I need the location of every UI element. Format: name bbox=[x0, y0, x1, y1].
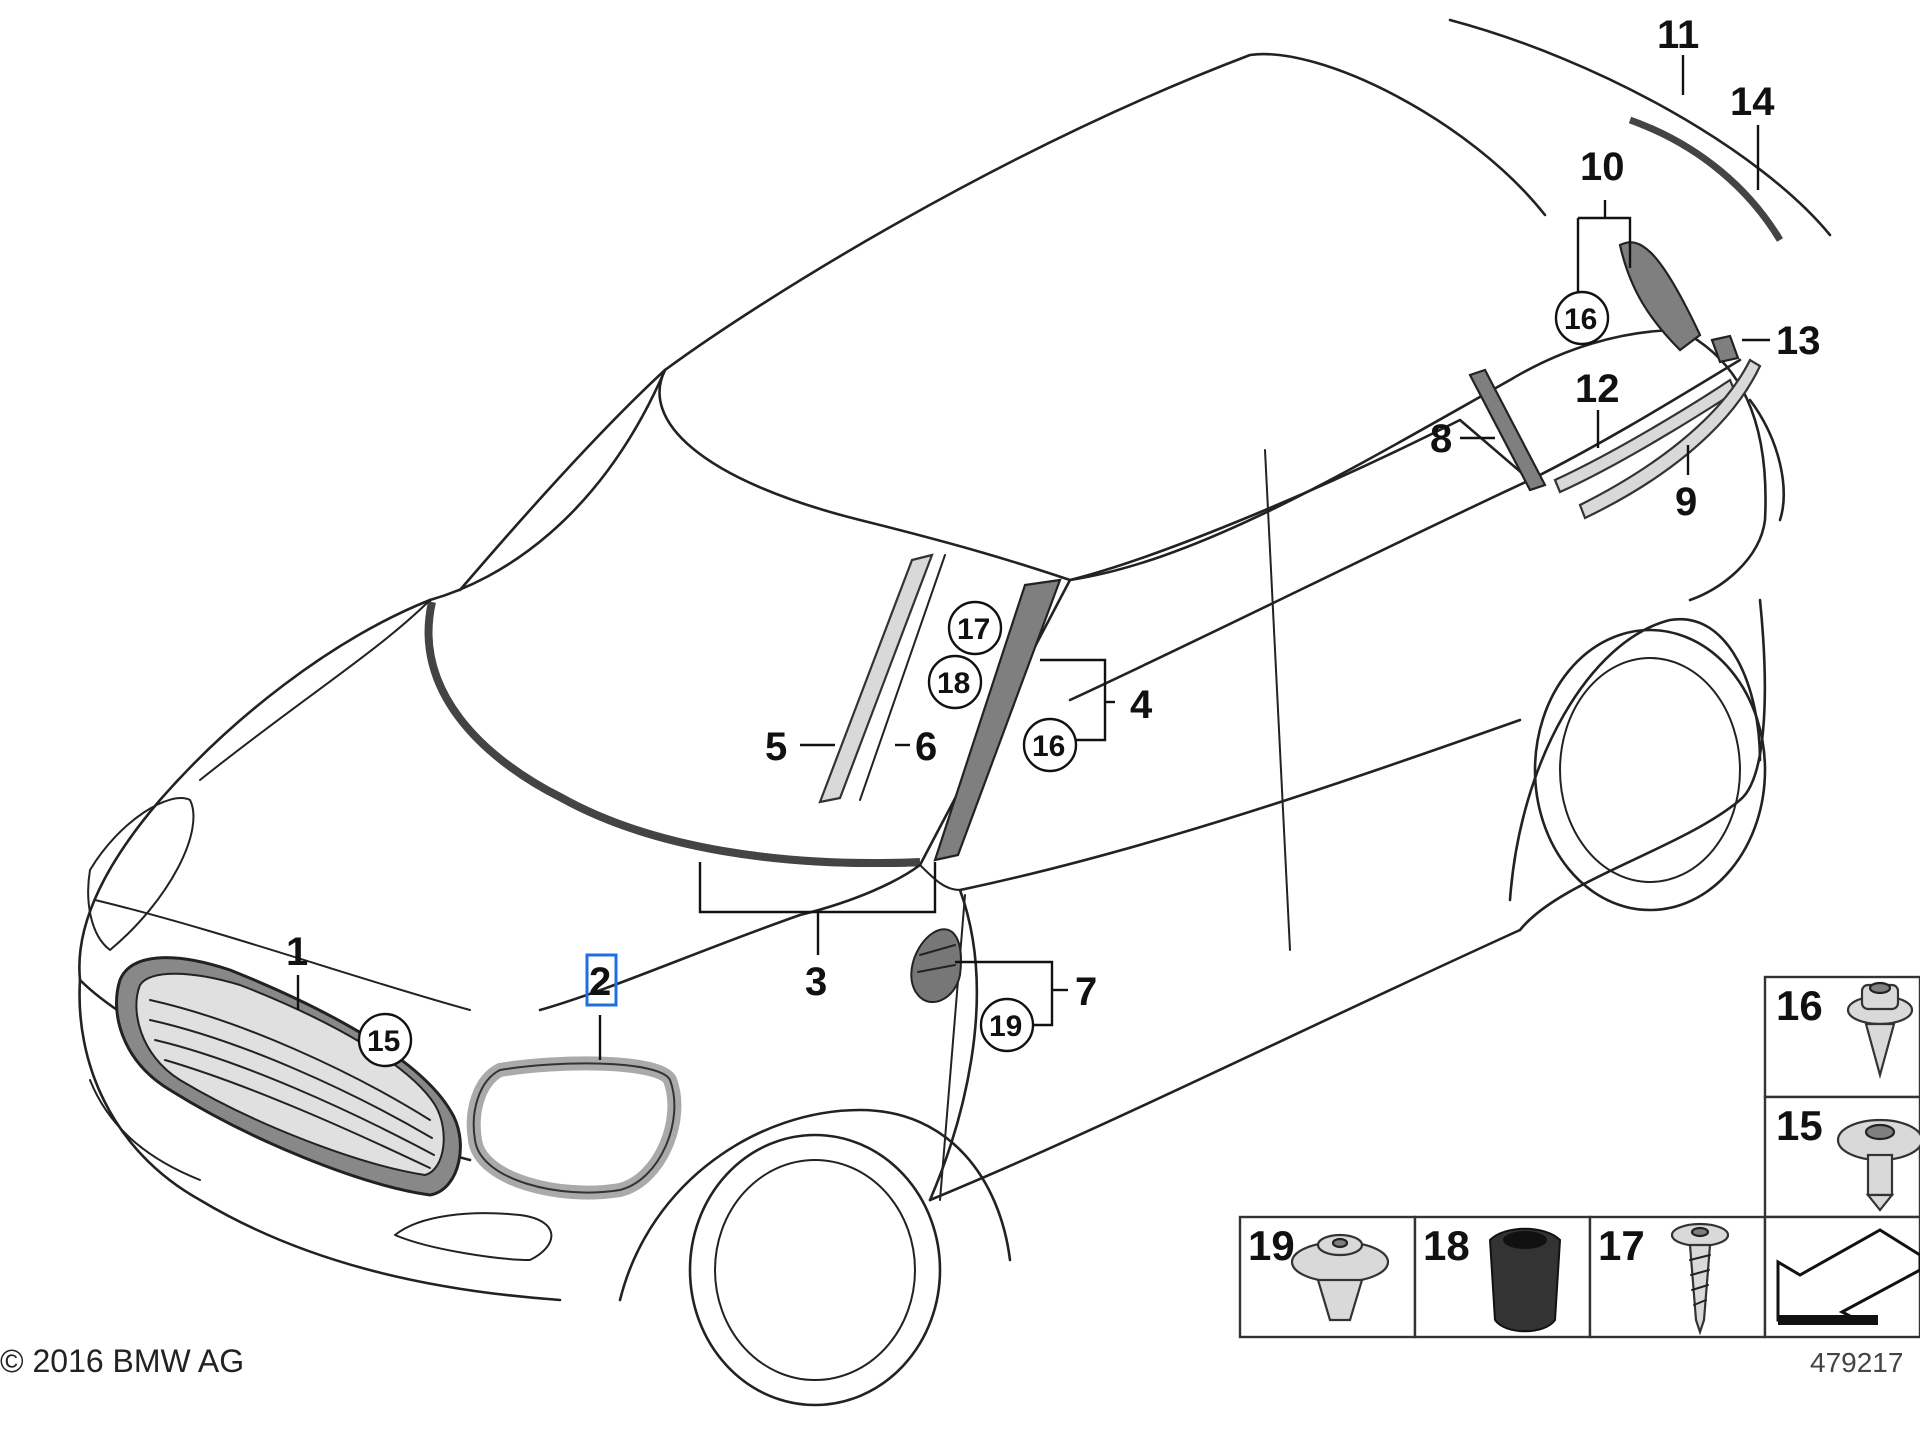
part-b-pillar-trim bbox=[1468, 368, 1547, 492]
part-headlight-ring bbox=[466, 1056, 682, 1200]
part-rail-strip-9 bbox=[1578, 358, 1762, 520]
fastener-table: 16 15 19 18 17 bbox=[1238, 975, 1920, 1339]
part-a-pillar-trim bbox=[933, 578, 1062, 862]
part-c-pillar-trim bbox=[1618, 241, 1702, 352]
grommet-18-icon bbox=[1488, 1227, 1562, 1333]
leader-lines bbox=[296, 55, 1770, 1060]
callout-9: 9 bbox=[1675, 480, 1697, 524]
clip-16-icon bbox=[1846, 981, 1914, 1080]
part-strip-14 bbox=[1628, 116, 1784, 242]
fastener-label-16: 16 bbox=[1776, 982, 1823, 1029]
part-strip-6 bbox=[859, 554, 946, 801]
direction-arrow-icon bbox=[1776, 1228, 1920, 1325]
part-roof-line-11 bbox=[1448, 18, 1832, 237]
callout-10: 10 bbox=[1580, 145, 1625, 189]
callout-4: 4 bbox=[1130, 683, 1153, 727]
copyright-text: © 2016 BMW AG bbox=[0, 1343, 244, 1379]
circled-19: 19 bbox=[989, 1010, 1022, 1043]
fastener-label-17: 17 bbox=[1598, 1222, 1645, 1269]
callout-14: 14 bbox=[1730, 80, 1775, 124]
callout-1: 1 bbox=[286, 930, 308, 974]
callout-11: 11 bbox=[1657, 13, 1699, 57]
fastener-label-19: 19 bbox=[1248, 1222, 1295, 1269]
callout-7: 7 bbox=[1075, 970, 1097, 1014]
callout-8: 8 bbox=[1430, 417, 1452, 461]
circled-references: 15 16 16 17 18 19 bbox=[357, 290, 1610, 1068]
part-grille bbox=[115, 956, 462, 1197]
diagram-id: 479217 bbox=[1810, 1347, 1903, 1378]
circled-16-rear: 16 bbox=[1564, 303, 1597, 336]
part-side-vent bbox=[910, 928, 962, 1004]
callout-13: 13 bbox=[1776, 319, 1821, 363]
circled-18: 18 bbox=[937, 667, 970, 700]
part-strip-5 bbox=[818, 553, 934, 804]
callout-3: 3 bbox=[805, 960, 827, 1004]
callout-6: 6 bbox=[915, 725, 937, 769]
screw-17-icon bbox=[1670, 1222, 1730, 1336]
callout-labels: 1 2 3 4 5 6 7 8 9 10 11 12 13 14 bbox=[286, 13, 1821, 1014]
circled-16-front: 16 bbox=[1032, 730, 1065, 763]
clip-19-icon bbox=[1290, 1233, 1390, 1322]
circled-17: 17 bbox=[957, 613, 990, 646]
callout-2-highlight bbox=[585, 953, 618, 1007]
circled-15: 15 bbox=[367, 1025, 400, 1058]
fastener-label-15: 15 bbox=[1776, 1102, 1823, 1149]
callout-12: 12 bbox=[1575, 367, 1620, 411]
clip-15-icon bbox=[1836, 1118, 1920, 1212]
callout-2: 2 bbox=[589, 960, 611, 1004]
callout-5: 5 bbox=[765, 725, 787, 769]
part-end-cap-13 bbox=[1710, 334, 1740, 364]
fastener-label-18: 18 bbox=[1423, 1222, 1470, 1269]
